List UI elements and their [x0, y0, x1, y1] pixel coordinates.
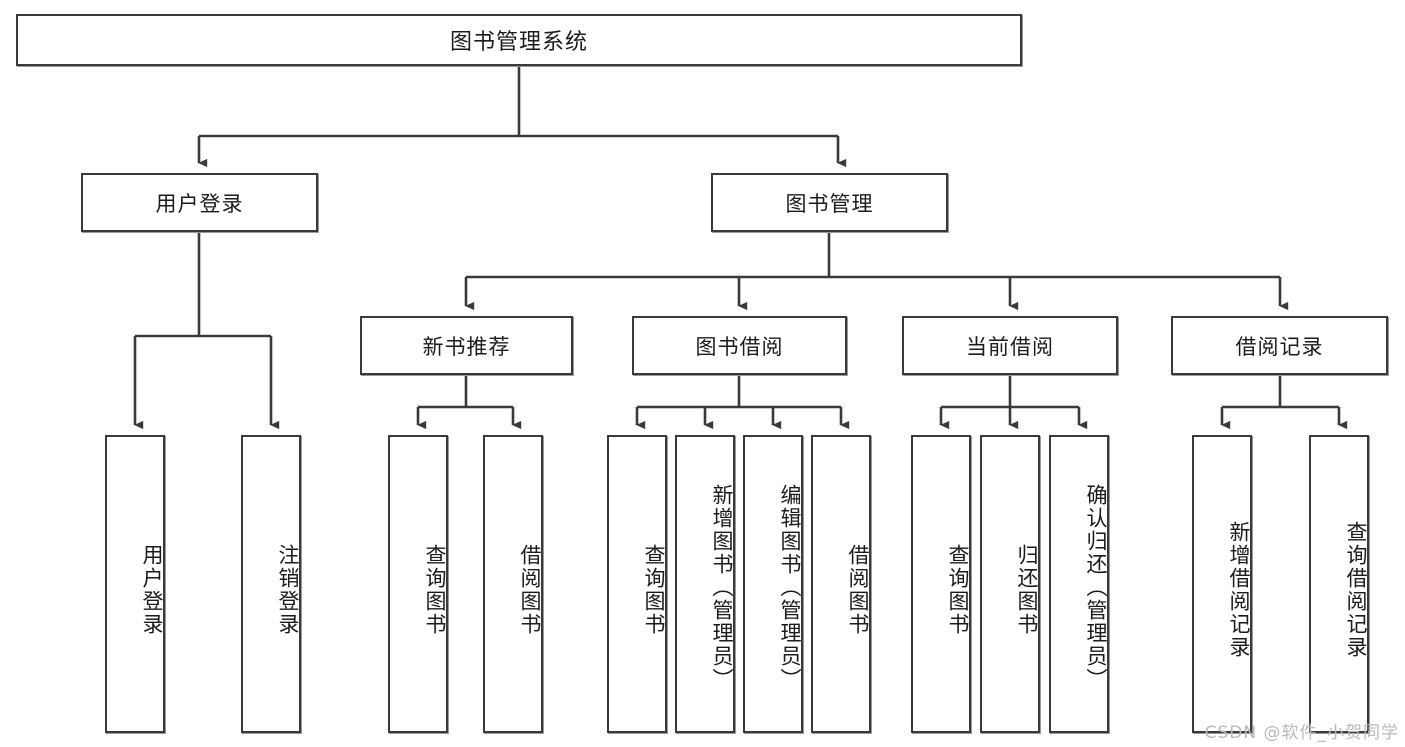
node-label: 查询图书 [642, 544, 666, 636]
node-label: 图书管理系统 [449, 30, 588, 55]
node-label: 编辑图书（管理员） [778, 483, 802, 691]
node-leaf-query-book-2[interactable]: 查询图书 [607, 435, 667, 733]
node-label: 当前借阅 [966, 334, 1054, 359]
node-leaf-query-book-3[interactable]: 查询图书 [911, 435, 971, 733]
node-label: 注销登录 [276, 544, 300, 636]
node-leaf-confirm-return[interactable]: 确认归还（管理员） [1049, 435, 1109, 733]
node-root-title[interactable]: 图书管理系统 [16, 14, 1022, 66]
node-label: 借阅图书 [846, 544, 870, 636]
node-label: 查询图书 [946, 544, 970, 636]
watermark: CSDN @软件_小贺同学 [1204, 723, 1399, 743]
node-label: 归还图书 [1015, 544, 1039, 636]
node-borrow-record[interactable]: 借阅记录 [1171, 316, 1388, 375]
node-label: 借阅图书 [518, 544, 542, 636]
node-leaf-query-record[interactable]: 查询借阅记录 [1309, 435, 1369, 733]
node-label: 确认归还（管理员） [1084, 483, 1108, 691]
node-label: 图书借阅 [695, 334, 784, 359]
node-label: 新书推荐 [422, 334, 511, 359]
node-label: 查询图书 [423, 544, 447, 636]
node-leaf-return-book[interactable]: 归还图书 [980, 435, 1040, 733]
node-current-borrow[interactable]: 当前借阅 [902, 316, 1118, 375]
node-leaf-query-book-1[interactable]: 查询图书 [388, 435, 448, 733]
node-leaf-add-book[interactable]: 新增图书（管理员） [675, 435, 735, 733]
node-label: 用户登录 [155, 191, 244, 216]
node-label: 用户登录 [140, 544, 164, 636]
node-label: 新增图书（管理员） [710, 483, 734, 691]
node-label: 查询借阅记录 [1344, 521, 1368, 659]
node-leaf-borrow-book-1[interactable]: 借阅图书 [483, 435, 543, 733]
node-leaf-borrow-book-2[interactable]: 借阅图书 [811, 435, 871, 733]
node-label: 借阅记录 [1235, 334, 1324, 359]
node-label: 新增借阅记录 [1227, 521, 1251, 659]
node-label: 图书管理 [785, 191, 874, 216]
node-leaf-user-login[interactable]: 用户登录 [105, 435, 165, 733]
node-user-login[interactable]: 用户登录 [81, 173, 318, 232]
node-book-borrow[interactable]: 图书借阅 [632, 316, 847, 375]
node-book-management[interactable]: 图书管理 [711, 173, 948, 232]
node-leaf-add-record[interactable]: 新增借阅记录 [1192, 435, 1252, 733]
node-new-book-recommend[interactable]: 新书推荐 [360, 316, 573, 375]
node-leaf-edit-book[interactable]: 编辑图书（管理员） [743, 435, 803, 733]
node-leaf-logout[interactable]: 注销登录 [241, 435, 301, 733]
